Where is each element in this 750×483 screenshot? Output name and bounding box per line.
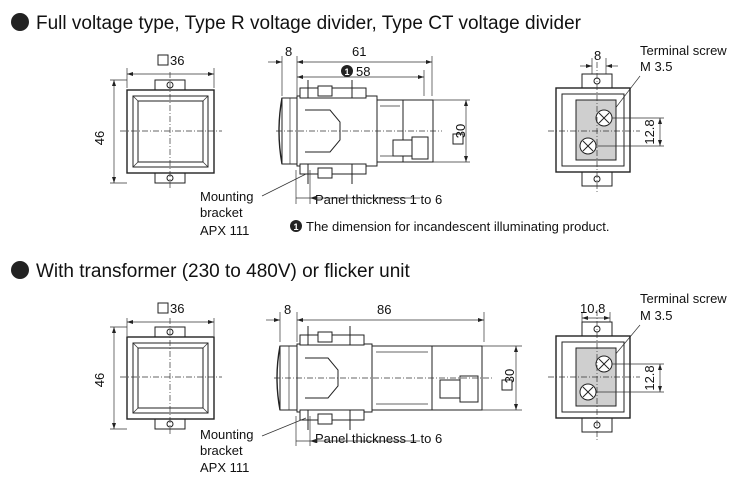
side-top-total-label: 61 xyxy=(352,44,366,59)
bullet-icon xyxy=(11,13,29,31)
front-square-label: 36 xyxy=(170,301,184,316)
terminal-label-line-1: Terminal screw xyxy=(640,43,727,58)
section-heading: With transformer (230 to 480V) or flicke… xyxy=(36,261,411,282)
bracket-label-line-3: APX 111 xyxy=(200,460,249,475)
bracket-label-line-3: APX 111 xyxy=(200,223,249,238)
panel-thickness-label: Panel thickness 1 to 6 xyxy=(315,192,442,207)
side-square-label: 30 xyxy=(502,369,517,383)
note-marker-icon xyxy=(341,65,353,77)
panel-thickness-label: Panel thickness 1 to 6 xyxy=(315,431,442,446)
side-square-label: 30 xyxy=(453,124,468,138)
front-view: 36 46 xyxy=(92,301,222,436)
front-height-label: 46 xyxy=(92,373,107,387)
footnote-marker-icon xyxy=(290,220,302,232)
side-note-label: 58 xyxy=(356,64,370,79)
terminal-label-line-2: M 3.5 xyxy=(640,308,673,323)
rear-spacing-label: 12.8 xyxy=(642,119,657,144)
bracket-label-line-1: Mounting xyxy=(200,189,253,204)
bracket-label-line-1: Mounting xyxy=(200,427,253,442)
side-top-left-label: 8 xyxy=(284,302,291,317)
bullet-icon xyxy=(11,261,29,279)
rear-view: 10.8 Terminal screw M 3.5 12.8 xyxy=(548,291,727,440)
bezel-outline xyxy=(126,336,215,420)
square-symbol xyxy=(452,133,464,145)
footnote-marker-number: 1 xyxy=(293,222,298,232)
square-symbol xyxy=(501,379,513,391)
square-symbol xyxy=(157,54,169,66)
side-view: 8 61 1 58 xyxy=(200,44,470,238)
rear-width-label: 8 xyxy=(594,48,601,63)
bracket-label-line-2: bracket xyxy=(200,205,243,220)
section-heading: Full voltage type, Type R voltage divide… xyxy=(36,13,582,34)
side-top-total-label: 86 xyxy=(377,302,391,317)
front-square-label: 36 xyxy=(170,53,184,68)
bracket-label-line-2: bracket xyxy=(200,443,243,458)
rear-spacing-label: 12.8 xyxy=(642,365,657,390)
front-height-label: 46 xyxy=(92,131,107,145)
side-view: 8 86 30 xyxy=(200,302,522,475)
rear-view: 8 Terminal screw M 3.5 12.8 xyxy=(548,43,727,194)
footnote-text: The dimension for incandescent illuminat… xyxy=(306,219,610,234)
section-2: With transformer (230 to 480V) or flicke… xyxy=(11,261,727,475)
side-top-left-label: 8 xyxy=(285,44,292,59)
square-symbol xyxy=(157,302,169,314)
rear-width-label: 10.8 xyxy=(580,301,605,316)
terminal-label-line-1: Terminal screw xyxy=(640,291,727,306)
section-1: Full voltage type, Type R voltage divide… xyxy=(11,13,727,238)
bezel-outline xyxy=(126,89,215,174)
front-view: 36 46 xyxy=(92,53,222,190)
rear-body xyxy=(555,87,631,173)
terminal-label-line-2: M 3.5 xyxy=(640,59,673,74)
note-marker-number: 1 xyxy=(344,67,349,77)
